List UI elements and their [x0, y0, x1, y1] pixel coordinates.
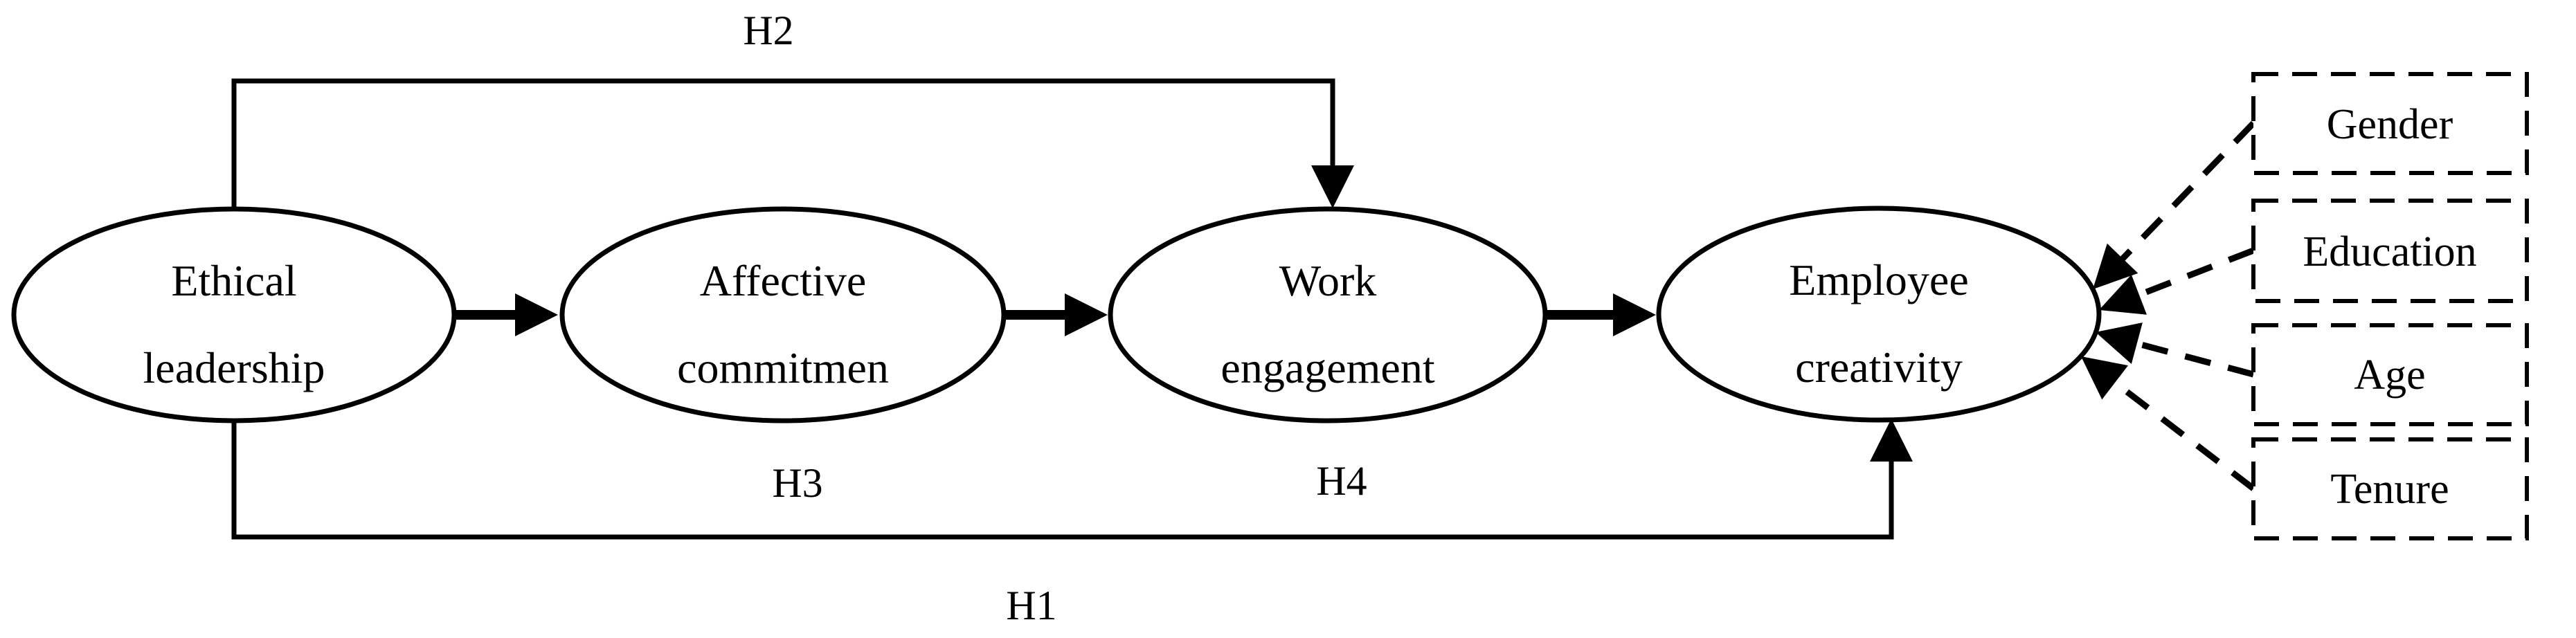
node-ethical-leadership-label-line1: Ethical	[171, 256, 296, 305]
h2-path-line	[231, 78, 1335, 210]
dashed-arrow-education-line	[2138, 247, 2255, 298]
arrow-affective-to-work-arrowhead-icon	[1065, 293, 1108, 336]
node-affective-commitment-label-line2: commitmen	[677, 343, 889, 392]
hypothesis-label-h2: H2	[743, 8, 793, 53]
node-work-engagement-label-line2: engagement	[1221, 343, 1434, 392]
control-box-education	[2251, 199, 2529, 303]
node-affective-commitment-label-line1: Affective	[700, 256, 866, 305]
dashed-arrow-education-arrowhead-icon	[2099, 274, 2147, 315]
node-work-engagement	[1108, 206, 1548, 423]
h2-arrowhead-icon	[1311, 165, 1354, 208]
node-employee-creativity-label-line1: Employee	[1789, 255, 1968, 304]
hypothesis-label-h4: H4	[1316, 458, 1367, 504]
hypothesis-label-h1: H1	[1006, 583, 1056, 628]
control-box-tenure	[2251, 437, 2529, 540]
control-box-education-label: Education	[2303, 228, 2476, 275]
control-box-gender	[2251, 72, 2529, 175]
node-employee-creativity-label-line2: creativity	[1795, 343, 1963, 392]
control-box-age-label: Age	[2354, 352, 2425, 399]
dashed-arrow-tenure-line	[2109, 377, 2255, 491]
dashed-arrow-gender-arrowhead-icon	[2093, 243, 2138, 289]
dashed-arrow-tenure-arrowhead-icon	[2081, 356, 2129, 400]
h1-path-line	[231, 420, 1894, 540]
control-box-gender-label: Gender	[2327, 101, 2453, 148]
h1-arrowhead-icon	[1870, 419, 1913, 462]
node-ethical-leadership-label-line2: leadership	[143, 343, 325, 392]
dashed-arrow-age-arrowhead-icon	[2096, 322, 2143, 364]
control-box-age	[2251, 323, 2529, 426]
control-box-tenure-label: Tenure	[2330, 466, 2449, 513]
arrow-ethical-to-affective-arrowhead-icon	[515, 293, 558, 336]
node-affective-commitment	[559, 206, 1007, 423]
node-employee-creativity	[1656, 206, 2102, 423]
dashed-arrow-age-line	[2134, 340, 2255, 378]
arrow-work-to-employee-arrowhead-icon	[1613, 293, 1656, 336]
node-work-engagement-label-line1: Work	[1279, 256, 1377, 305]
hypothesis-label-h3: H3	[772, 460, 822, 506]
dashed-arrow-gender-line	[2117, 120, 2256, 264]
node-ethical-leadership	[11, 206, 457, 423]
